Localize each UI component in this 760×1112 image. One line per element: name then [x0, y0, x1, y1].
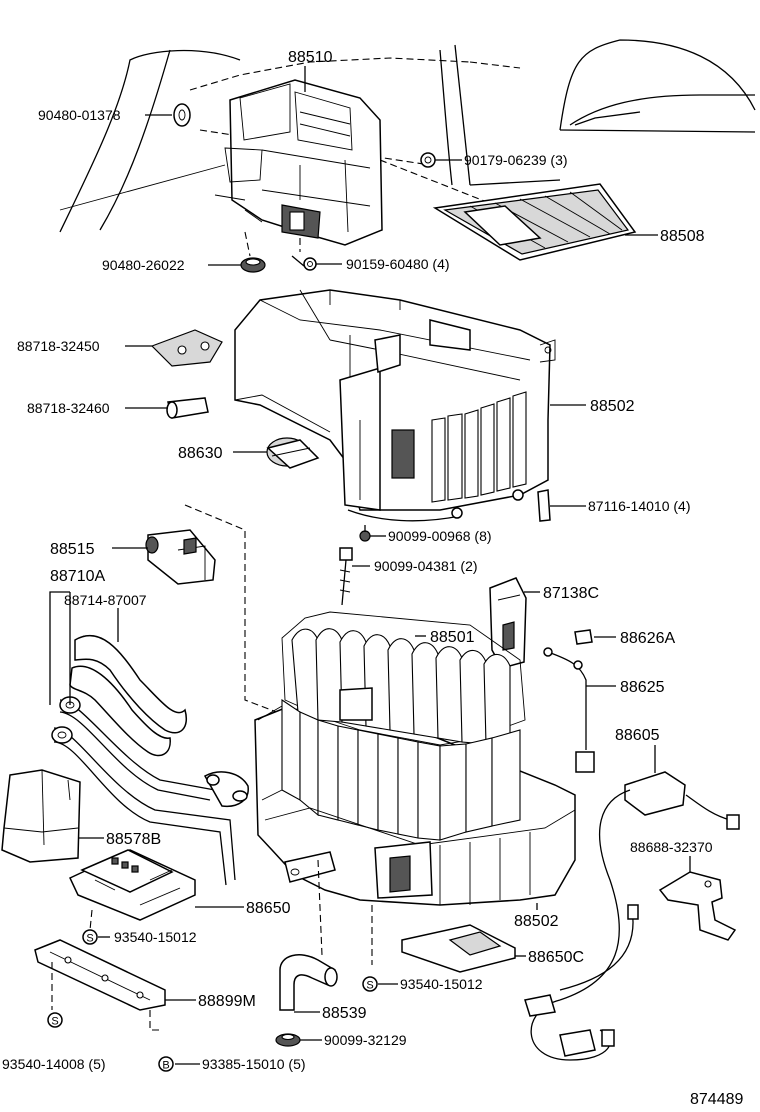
label-90480-26022: 90480-26022: [102, 257, 185, 273]
label-90099-32129: 90099-32129: [324, 1032, 407, 1048]
label-93540-15012-b: 93540-15012: [400, 976, 483, 992]
label-88688-32370: 88688-32370: [630, 839, 713, 855]
pipes-88710A: [51, 696, 249, 886]
label-93540-15012-a: 93540-15012: [114, 929, 197, 945]
label-88718-32450: 88718-32450: [17, 338, 100, 354]
clip-90480-26022: [240, 257, 266, 273]
svg-text:B: B: [162, 1060, 169, 1072]
label-88510: 88510: [288, 49, 333, 66]
screw-90099-00968: [359, 525, 371, 542]
amplifier-88650: [69, 849, 196, 921]
nut-90179-06239: [420, 152, 436, 168]
bracket-88899M: [34, 939, 166, 1011]
evaporator-88501: [254, 611, 576, 906]
label-90159-60480: 90159-60480 (4): [346, 256, 450, 272]
actuator-88515: [145, 529, 216, 585]
svg-text:S: S: [366, 980, 373, 992]
insulator-88578B: [1, 769, 81, 863]
label-90099-04381: 90099-04381 (2): [374, 558, 478, 574]
label-88508: 88508: [660, 228, 705, 245]
marker-s2: S: [362, 976, 378, 992]
label-88502-upper: 88502: [590, 398, 635, 415]
bracket-88718-32450: [150, 329, 223, 367]
marker-s3: S: [47, 1012, 63, 1028]
clip-88718-32460: [166, 397, 209, 419]
label-88578B: 88578B: [106, 831, 161, 848]
label-90480-01378: 90480-01378: [38, 107, 121, 123]
label-90179-06239: 90179-06239 (3): [464, 152, 568, 168]
clip-87116-14010: [537, 489, 551, 522]
vehicle-outline: [59, 39, 756, 233]
label-88605: 88605: [615, 727, 660, 744]
bracket-88688-32370: [658, 871, 737, 941]
hose-88714-87007: [69, 634, 187, 757]
sensor-88630: [266, 437, 320, 469]
label-90099-00968: 90099-00968 (8): [388, 528, 492, 544]
label-88502-lower: 88502: [514, 913, 559, 930]
filter-88508: [432, 183, 637, 261]
label-88650C: 88650C: [528, 949, 584, 966]
label-88515: 88515: [50, 541, 95, 558]
label-93540-14008: 93540-14008 (5): [2, 1056, 106, 1072]
upper-case-88502: [234, 289, 556, 522]
label-88630: 88630: [178, 445, 223, 462]
label-88501: 88501: [430, 629, 475, 646]
label-88625: 88625: [620, 679, 665, 696]
label-93385-15010: 93385-15010 (5): [202, 1056, 306, 1072]
svg-text:S: S: [86, 933, 93, 945]
drain-hose-88539: [279, 954, 338, 1011]
harness-88605: [524, 771, 740, 1061]
marker-b1: B: [158, 1056, 174, 1072]
label-87138C: 87138C: [543, 585, 599, 602]
sensor-88625: [543, 647, 595, 773]
label-88714-87007: 88714-87007: [64, 592, 147, 608]
label-88539: 88539: [322, 1005, 367, 1022]
blower-unit-88510: [214, 79, 383, 246]
leader-lines: [49, 66, 691, 1065]
label-88650: 88650: [246, 900, 291, 917]
board-88650C: [401, 924, 516, 973]
label-87116-14010: 87116-14010 (4): [588, 498, 690, 514]
label-88899M: 88899M: [198, 993, 256, 1010]
clamp-90099-32129: [275, 1033, 301, 1047]
screw-90159-60480: [291, 255, 317, 271]
cap-88626A: [574, 629, 593, 645]
bolt-90099-04381: [339, 547, 353, 606]
svg-text:S: S: [51, 1016, 58, 1028]
grommet-90480-01378: [173, 103, 191, 127]
label-88718-32460: 88718-32460: [27, 400, 110, 416]
marker-s1: S: [82, 929, 98, 945]
illustration-reference-number: 874489: [690, 1091, 743, 1108]
label-88710A: 88710A: [50, 568, 105, 585]
label-88626A: 88626A: [620, 630, 675, 647]
